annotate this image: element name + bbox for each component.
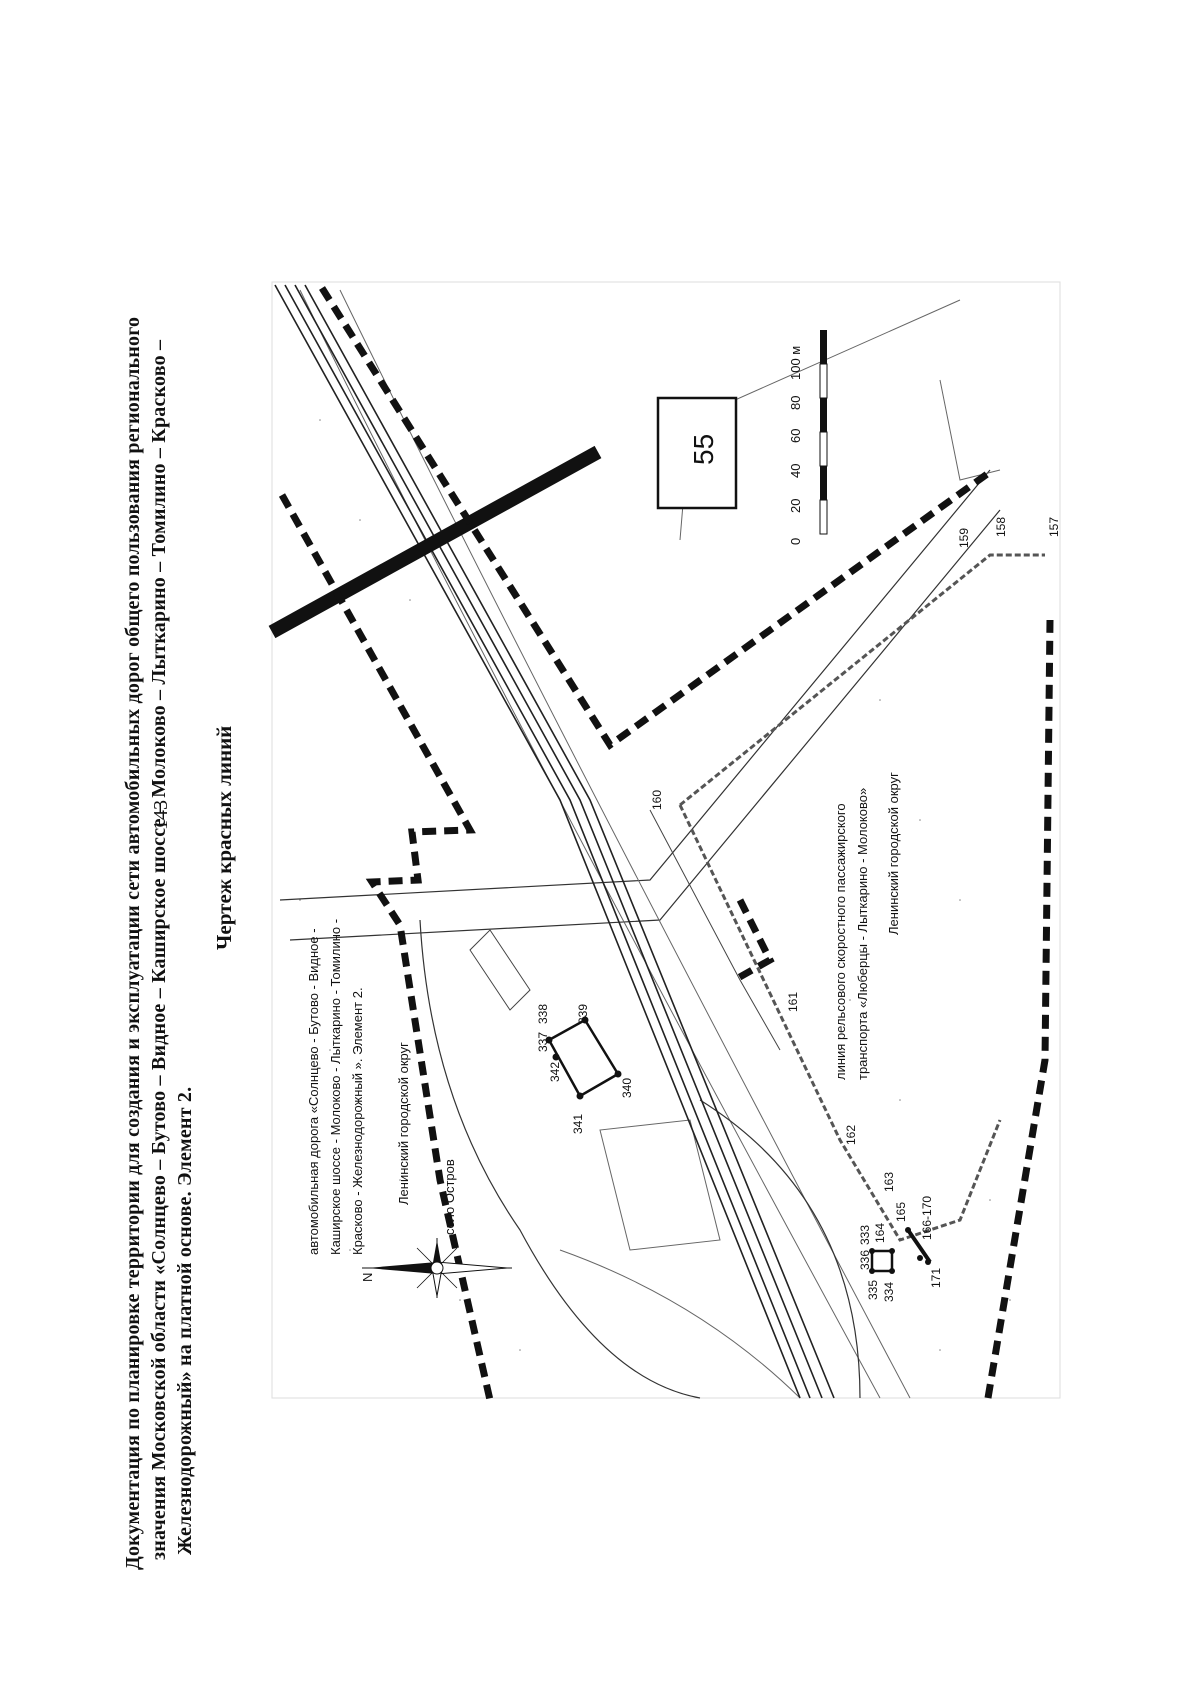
point-160: 160 (650, 790, 664, 810)
overpass-band (268, 445, 602, 639)
scale-tick-20: 20 (788, 499, 803, 513)
railway-tracks (274, 284, 835, 1399)
point-337: 337 (536, 1032, 550, 1052)
point-342: 342 (548, 1062, 562, 1082)
point-164: 164 (873, 1223, 887, 1243)
north-label: N (360, 1273, 375, 1282)
point-333: 333 (858, 1225, 872, 1245)
red-line-boundaries (278, 286, 1054, 1401)
cadastral-lines (469, 553, 1045, 1242)
district-label-east: Ленинский городской округ (886, 772, 901, 935)
road-name-line-3: Красково - Железнодорожный ». Элемент 2. (350, 987, 365, 1255)
parcel-337-342 (545, 1016, 622, 1100)
red-line-points (905, 1227, 932, 1265)
scale-tick-0: 0 (788, 538, 803, 545)
north-arrow-icon (362, 1238, 512, 1298)
point-159: 159 (957, 528, 971, 548)
point-341: 341 (571, 1114, 585, 1134)
road-geometry (279, 289, 1001, 1399)
scale-tick-40: 40 (788, 464, 803, 478)
point-338: 338 (536, 1004, 550, 1024)
map-frame (271, 281, 1061, 1399)
point-165: 165 (894, 1202, 908, 1222)
scale-tick-100: 100 м (788, 346, 803, 380)
road-name-line-2: Каширское шоссе - Молоково - Лыткарино -… (328, 919, 343, 1255)
point-162: 162 (844, 1125, 858, 1145)
point-340: 340 (620, 1078, 634, 1098)
scale-tick-60: 60 (788, 429, 803, 443)
rail-line-label-1: линия рельсового скоростного пассажирско… (833, 803, 848, 1080)
point-336: 336 (858, 1250, 872, 1270)
point-157: 157 (1047, 517, 1061, 537)
point-335: 335 (866, 1280, 880, 1300)
terrain-texture (299, 419, 1011, 1351)
road-name-line-1: автомобильная дорога «Солнцево - Бутово … (306, 928, 321, 1255)
sheet-number: 55 (688, 434, 719, 465)
scale-tick-80: 80 (788, 396, 803, 410)
parcel-333-336 (869, 1248, 895, 1274)
point-161: 161 (786, 992, 800, 1012)
point-334: 334 (882, 1282, 896, 1302)
rail-line-label-2: транспорта «Люберцы - Лыткарино - Молоко… (855, 788, 870, 1080)
sheet-number-box (656, 396, 738, 510)
point-163: 163 (882, 1172, 896, 1192)
district-label-west: Ленинский городской округ (396, 1042, 411, 1205)
village-label: село Остров (442, 1159, 457, 1235)
point-158: 158 (994, 517, 1008, 537)
scale-bar (819, 330, 828, 535)
point-166-170: 166-170 (920, 1196, 934, 1240)
point-339: 339 (576, 1004, 590, 1024)
point-171: 171 (929, 1268, 943, 1288)
